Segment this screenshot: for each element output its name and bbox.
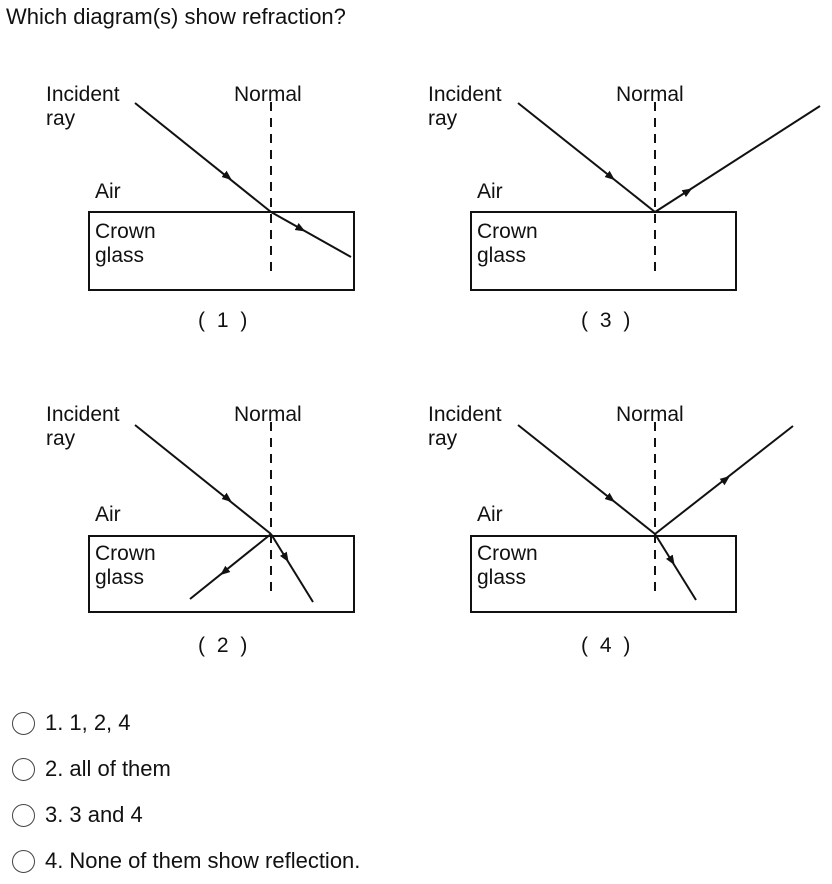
panel-number: ( 2 ) bbox=[198, 634, 250, 657]
answer-options: 1. 1, 2, 4 2. all of them 3. 3 and 4 4. … bbox=[12, 700, 360, 884]
normal-label: Normal bbox=[616, 403, 684, 426]
normal-label: Normal bbox=[616, 83, 684, 106]
option-number: 3. bbox=[45, 802, 64, 827]
normal-label: Normal bbox=[234, 83, 302, 106]
option-3[interactable]: 3. 3 and 4 bbox=[12, 792, 360, 838]
reflected-ray bbox=[654, 425, 794, 535]
radio-button[interactable] bbox=[12, 711, 35, 735]
glass-label: glass bbox=[95, 244, 144, 267]
inner-reflected-ray bbox=[189, 533, 272, 600]
glass-block bbox=[470, 211, 737, 291]
panel-number: ( 4 ) bbox=[581, 634, 633, 657]
refracted-ray bbox=[270, 211, 352, 258]
incident-ray bbox=[134, 424, 272, 535]
air-label: Air bbox=[477, 180, 503, 203]
ray-label: ray bbox=[46, 427, 76, 450]
option-1[interactable]: 1. 1, 2, 4 bbox=[12, 700, 360, 746]
incident-ray bbox=[517, 424, 656, 535]
reflected-ray bbox=[654, 105, 821, 213]
crown-label: Crown bbox=[477, 542, 538, 565]
option-text: 1, 2, 4 bbox=[69, 710, 131, 735]
incident-label: Incident bbox=[428, 83, 502, 106]
option-number: 2. bbox=[45, 756, 64, 781]
refraction-diagrams: Incident ray Normal Air Crown glass ( 1 … bbox=[46, 83, 821, 657]
panel-number: ( 1 ) bbox=[198, 309, 250, 332]
glass-block bbox=[88, 211, 355, 291]
ray-label: ray bbox=[428, 107, 458, 130]
option-4[interactable]: 4. None of them show reflection. bbox=[12, 838, 360, 884]
option-text: 3 and 4 bbox=[69, 802, 143, 827]
question-text: Which diagram(s) show refraction? bbox=[6, 4, 346, 29]
glass-block bbox=[470, 535, 737, 613]
air-label: Air bbox=[477, 503, 503, 526]
incident-label: Incident bbox=[46, 83, 120, 106]
glass-label: glass bbox=[477, 244, 526, 267]
crown-label: Crown bbox=[95, 542, 156, 565]
ray-label: ray bbox=[428, 427, 458, 450]
air-label: Air bbox=[95, 180, 121, 203]
incident-label: Incident bbox=[428, 403, 502, 426]
option-2[interactable]: 2. all of them bbox=[12, 746, 360, 792]
ray-label: ray bbox=[46, 107, 76, 130]
crown-label: Crown bbox=[95, 220, 156, 243]
panel-number: ( 3 ) bbox=[581, 309, 633, 332]
radio-button[interactable] bbox=[12, 757, 35, 781]
option-text: None of them show reflection. bbox=[69, 848, 361, 873]
radio-button[interactable] bbox=[12, 803, 35, 827]
option-number: 4. bbox=[45, 848, 64, 873]
crown-label: Crown bbox=[477, 220, 538, 243]
panel-2: Incident ray Normal Air Crown glass ( 2 … bbox=[46, 403, 355, 657]
refracted-ray bbox=[654, 533, 697, 601]
glass-block bbox=[88, 535, 355, 613]
panel-3: Incident ray Normal Air Crown glass ( 3 … bbox=[428, 83, 821, 332]
refracted-ray bbox=[270, 533, 314, 603]
radio-button[interactable] bbox=[12, 849, 35, 873]
option-number: 1. bbox=[45, 710, 64, 735]
glass-label: glass bbox=[95, 566, 144, 589]
normal-label: Normal bbox=[234, 403, 302, 426]
panel-4: Incident ray Normal Air Crown glass ( 4 … bbox=[428, 403, 794, 657]
incident-label: Incident bbox=[46, 403, 120, 426]
incident-ray bbox=[134, 102, 272, 213]
incident-ray bbox=[517, 102, 656, 213]
panel-1: Incident ray Normal Air Crown glass ( 1 … bbox=[46, 83, 355, 332]
glass-label: glass bbox=[477, 566, 526, 589]
option-text: all of them bbox=[69, 756, 171, 781]
air-label: Air bbox=[95, 503, 121, 526]
